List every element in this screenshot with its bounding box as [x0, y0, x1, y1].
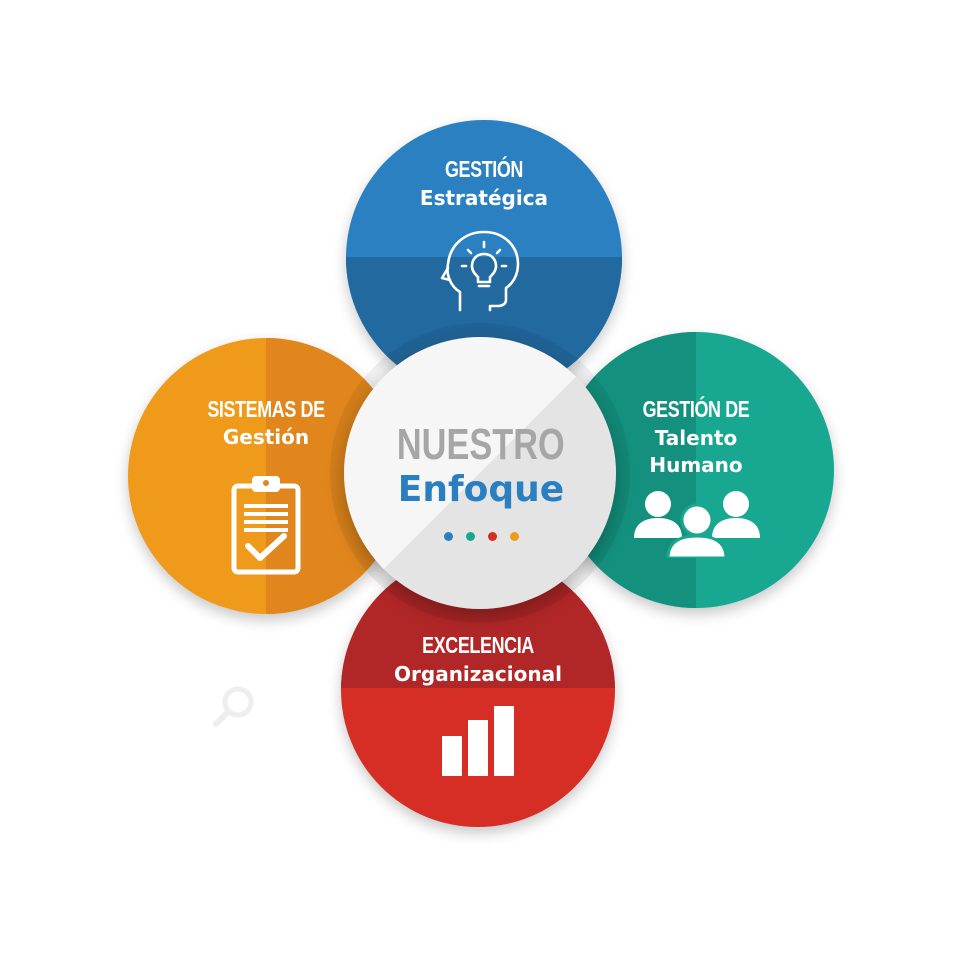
- left-title-line1: SISTEMAS DE: [207, 396, 325, 422]
- center-circle: [344, 337, 616, 609]
- dot-green: [466, 532, 475, 541]
- bar-chart-icon: [442, 706, 514, 776]
- right-title-line3: Humano: [649, 453, 743, 477]
- dot-blue: [444, 532, 453, 541]
- top-title-line1: GESTIÓN: [444, 156, 523, 182]
- head-lightbulb-icon: [440, 230, 520, 312]
- center-subtitle: Enfoque: [397, 469, 565, 510]
- right-title-line2: Talento: [654, 426, 738, 450]
- bottom-title-line2: Organizacional: [394, 662, 562, 686]
- dot-orange: [510, 532, 519, 541]
- center-title: NUESTRO: [396, 420, 565, 469]
- search-watermark-icon: [213, 686, 254, 727]
- people-group-icon: [634, 491, 760, 558]
- clipboard-check-icon: [231, 476, 301, 575]
- dot-red: [488, 532, 497, 541]
- top-title-line2: Estratégica: [419, 186, 549, 210]
- right-title-line1: GESTIÓN DE: [642, 396, 750, 422]
- left-title-line2: Gestión: [222, 425, 310, 449]
- bottom-title-line1: EXCELENCIA: [422, 632, 534, 658]
